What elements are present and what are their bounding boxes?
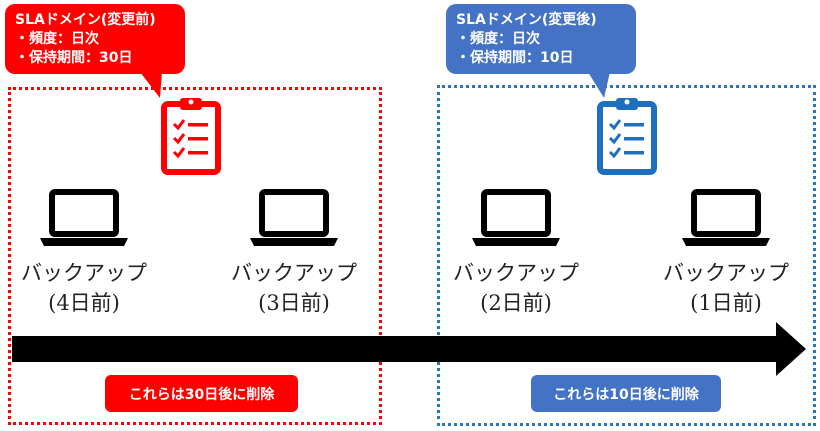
- backup-age: (1日前): [690, 291, 762, 315]
- callout-after-tail: [588, 72, 610, 98]
- backup-label-1-day: バックアップ (1日前): [651, 258, 801, 318]
- sla-domain-before-box: [8, 87, 382, 425]
- callout-before-frequency: ・頻度：日次: [15, 31, 99, 47]
- sla-domain-after-callout: SLAドメイン(変更後) ・頻度：日次 ・保持期間：10日: [446, 4, 636, 74]
- laptop-icon: [250, 189, 338, 246]
- callout-before-tail: [140, 72, 162, 98]
- callout-after-frequency: ・頻度：日次: [456, 31, 540, 47]
- laptop-icon: [40, 189, 128, 246]
- backup-age: (2日前): [480, 291, 552, 315]
- deletion-badge-after: これらは10日後に削除: [531, 375, 721, 412]
- laptop-icon: [472, 189, 560, 246]
- callout-after-retention: ・保持期間：10日: [456, 50, 574, 66]
- backup-title: バックアップ: [663, 261, 789, 285]
- backup-age: (4日前): [48, 291, 120, 315]
- backup-label-4-days: バックアップ (4日前): [9, 258, 159, 318]
- backup-label-3-days: バックアップ (3日前): [219, 258, 369, 318]
- callout-before-retention: ・保持期間：30日: [15, 50, 133, 66]
- callout-after-title: SLAドメイン(変更後): [456, 12, 597, 28]
- backup-label-2-days: バックアップ (2日前): [441, 258, 591, 318]
- sla-domain-after-box: [437, 85, 816, 426]
- callout-before-title: SLAドメイン(変更前): [15, 12, 156, 28]
- deletion-badge-before: これらは30日後に削除: [105, 375, 298, 412]
- backup-title: バックアップ: [453, 261, 579, 285]
- backup-title: バックアップ: [231, 261, 357, 285]
- sla-domain-before-callout: SLAドメイン(変更前) ・頻度：日次 ・保持期間：30日: [5, 4, 185, 74]
- backup-age: (3日前): [258, 291, 330, 315]
- clipboard-checklist-icon: [597, 98, 657, 175]
- laptop-icon: [682, 189, 770, 246]
- clipboard-checklist-icon: [161, 98, 221, 175]
- backup-title: バックアップ: [21, 261, 147, 285]
